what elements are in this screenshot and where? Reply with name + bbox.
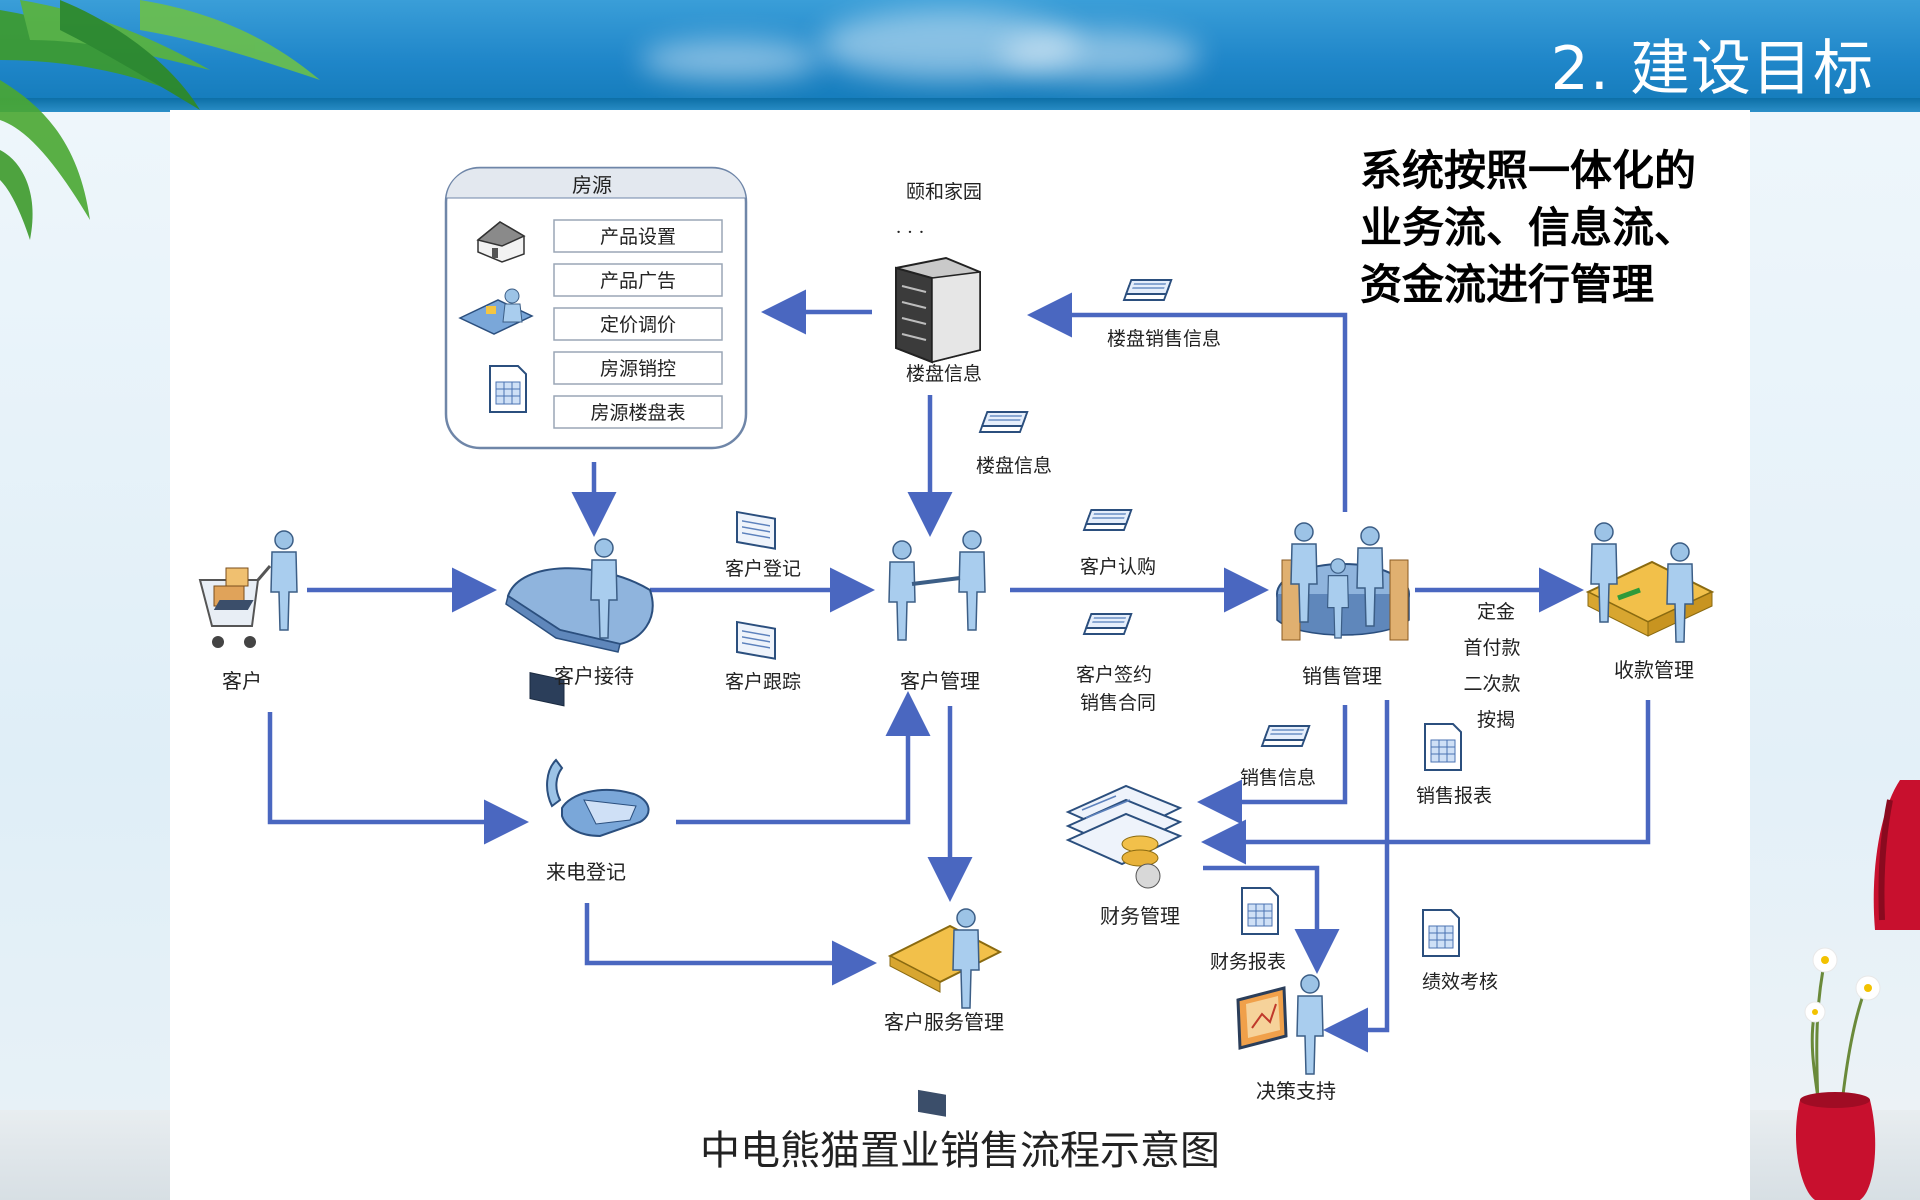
service-desk-icon	[887, 908, 1003, 1117]
spreadsheet-icon	[489, 365, 527, 413]
sky-header-background	[0, 0, 1920, 112]
document-stack-icon	[1082, 509, 1133, 531]
callout-text: 系统按照一体化的业务流、信息流、资金流进行管理	[1360, 146, 1697, 309]
spreadsheet-icon	[1422, 909, 1460, 957]
label-finance-report: 财务报表	[1210, 951, 1286, 973]
label-loupan-info-down: 楼盘信息	[976, 455, 1052, 477]
label-sales-contract: 销售合同	[1080, 692, 1156, 714]
label-customer-subscribe: 客户认购	[1080, 556, 1156, 578]
label-mortgage: 按揭	[1477, 709, 1515, 731]
label-second-payment: 二次款	[1463, 673, 1520, 695]
fangyuan-item-label: 房源楼盘表	[590, 402, 685, 424]
reception-desk-icon	[213, 538, 654, 707]
diagram-caption: 中电熊猫置业销售流程示意图	[700, 1128, 1220, 1174]
node-customer: 客户	[222, 669, 262, 693]
fangyuan-item-box	[553, 351, 723, 385]
document-stack-icon	[1260, 725, 1311, 747]
planning-icon	[458, 288, 534, 335]
spreadsheet-icon	[1424, 723, 1462, 771]
fangyuan-panel-title: 房源	[572, 173, 612, 197]
node-customer-mgmt: 客户管理	[900, 669, 980, 693]
label-down-payment: 首付款	[1463, 637, 1520, 659]
flow-arrows	[267, 289, 1651, 1053]
customer-cart-icon	[198, 530, 298, 648]
handshake-icon	[888, 530, 986, 641]
payment-counter-icon	[1585, 522, 1715, 643]
document-stack-icon	[1082, 613, 1133, 635]
fangyuan-item-box	[553, 307, 723, 341]
node-service-mgmt: 客户服务管理	[884, 1010, 1004, 1034]
house-icon	[476, 221, 526, 263]
fangyuan-item-label: 定价调价	[600, 314, 676, 336]
node-reception: 客户接待	[554, 664, 634, 688]
fangyuan-item-box	[553, 219, 723, 253]
label-customer-register: 客户登记	[725, 558, 801, 580]
meeting-table-icon	[1276, 522, 1410, 641]
fangyuan-item-label: 房源销控	[600, 358, 676, 380]
cloud-decoration	[640, 40, 820, 80]
telephone-icon	[546, 758, 650, 838]
left-background	[0, 112, 170, 1200]
yihe-jiayuan-label: 颐和家园	[906, 181, 982, 203]
node-decision-support: 决策支持	[1256, 1079, 1336, 1103]
node-payment-mgmt: 收款管理	[1614, 658, 1694, 682]
label-customer-sign: 客户签约	[1076, 664, 1152, 686]
document-icon	[736, 511, 776, 550]
label-performance: 绩效考核	[1422, 971, 1498, 993]
vase-flowers-icon	[1795, 780, 1920, 1200]
yihe-ellipsis: · · ·	[896, 222, 925, 243]
node-finance-mgmt: 财务管理	[1100, 904, 1180, 928]
document-stack-icon	[978, 411, 1029, 433]
label-loupan-sales-info: 楼盘销售信息	[1107, 328, 1221, 350]
label-sales-info: 销售信息	[1240, 767, 1316, 789]
server-building-icon	[895, 256, 981, 364]
finance-documents-icon	[1065, 784, 1183, 889]
cloud-decoration	[820, 10, 1080, 80]
fangyuan-item-box	[553, 395, 723, 429]
palm-leaf-icon	[0, 0, 320, 240]
label-customer-track: 客户跟踪	[725, 671, 801, 693]
fangyuan-item-box	[553, 263, 723, 297]
slide-title: 2. 建设目标	[1550, 34, 1874, 104]
node-loupan-info: 楼盘信息	[906, 363, 982, 385]
spreadsheet-icon	[1241, 887, 1279, 935]
cloud-decoration	[1000, 30, 1200, 80]
document-icon	[736, 621, 776, 660]
fangyuan-item-label: 产品设置	[600, 226, 676, 248]
document-stack-icon	[1122, 279, 1173, 301]
label-sales-report: 销售报表	[1416, 785, 1492, 807]
fangyuan-item-label: 产品广告	[600, 270, 676, 292]
node-sales-mgmt: 销售管理	[1302, 664, 1382, 688]
header-band	[0, 98, 1920, 112]
presentation-board-icon	[1236, 974, 1324, 1075]
right-background	[1750, 112, 1920, 1200]
node-phone-register: 来电登记	[546, 860, 626, 884]
label-deposit: 定金	[1477, 601, 1515, 623]
